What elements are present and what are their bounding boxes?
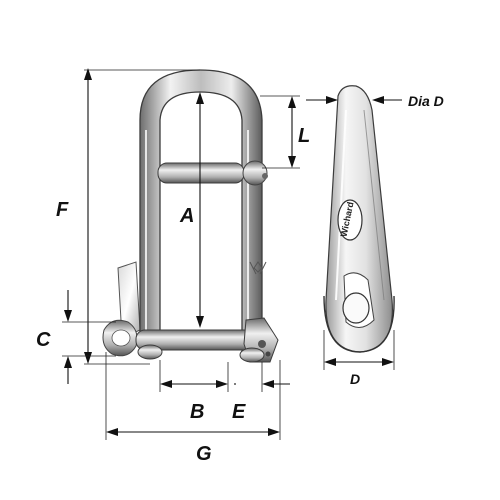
wichard-logo-mark [249,261,267,275]
dimension-labels: F A L C B E G D Dia D [36,93,444,465]
label-G: G [196,443,212,465]
label-C: C [36,329,51,351]
label-dia-d: Dia D [408,93,444,109]
wichard-brand-logo: Wichard [337,199,363,241]
label-E: E [232,401,246,423]
label-D: D [350,371,360,387]
shackle-side-view: Wichard [323,85,395,353]
shackle-body [139,69,263,353]
label-B: B [190,401,204,423]
label-A: A [179,205,194,227]
dimension-lines [62,68,402,440]
captive-bar [157,162,245,184]
label-F: F [56,199,69,221]
label-L: L [298,125,310,147]
shackle-front-view [102,69,279,363]
